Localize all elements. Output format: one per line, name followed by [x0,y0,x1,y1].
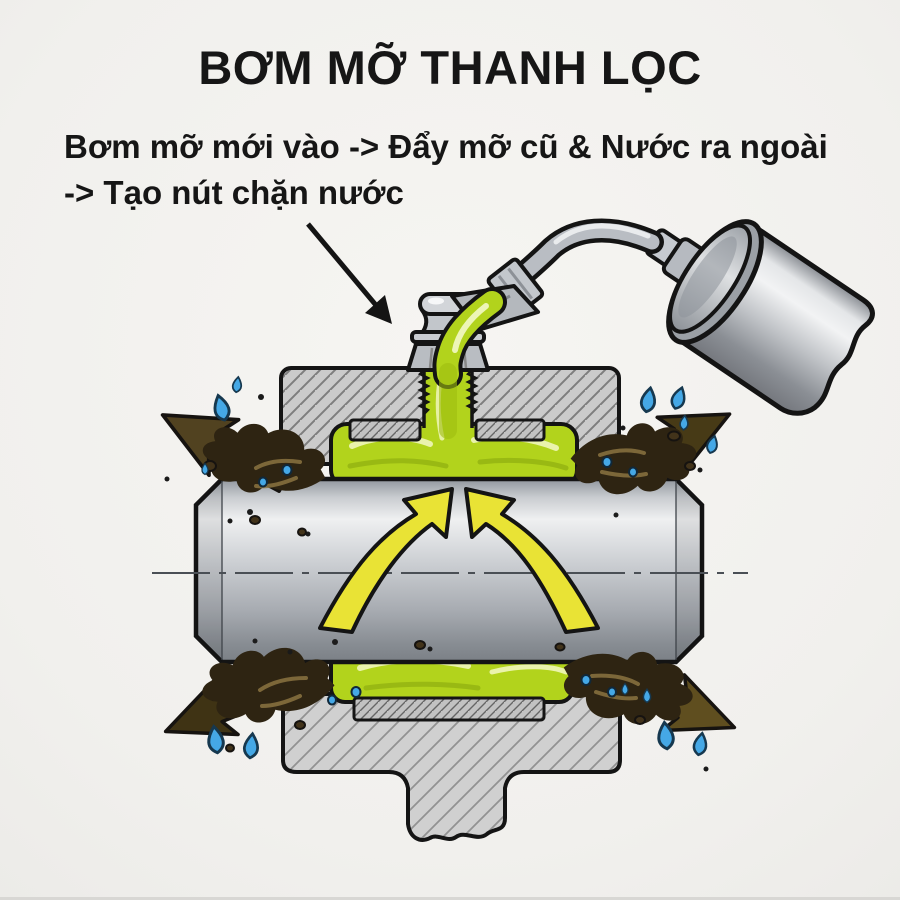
caption-line-1: Bơm mỡ mới vào -> Đẩy mỡ cũ & Nước ra ng… [64,128,828,165]
trapped-water-bubbles [258,456,638,706]
dirt-dots [164,394,709,772]
grease-gun-barrel [644,219,875,416]
flow-arrow-left [318,487,454,634]
fresh-grease-cavity-upper [329,366,579,488]
grease-flow-arrows [318,487,600,634]
grease-streaks [254,448,648,708]
bearing-sleeve-bottom [352,696,546,722]
annotation-arrow-to-fitting [306,222,392,324]
grease-gun-nozzle-tube [500,218,664,296]
bearing-sleeve-right [474,418,546,442]
old-grease-splashes [164,394,709,772]
caption-line-2: -> Tạo nút chặn nước [64,174,404,211]
lower-housing-cross-section [281,692,622,842]
page-title: BƠM MỠ THANH LỌC [198,41,702,94]
flow-arrow-right [464,487,600,634]
caption-text: Bơm mỡ mới vào -> Đẩy mỡ cũ & Nước ra ng… [64,124,864,216]
image-bottom-edge [0,897,900,900]
dirt-specks-on-shaft [247,509,619,652]
fresh-grease-stream [432,287,507,439]
bearing-sleeve-left [348,418,422,442]
grease-particles [203,430,696,753]
thread-left [417,369,431,415]
thread-right [465,369,479,415]
